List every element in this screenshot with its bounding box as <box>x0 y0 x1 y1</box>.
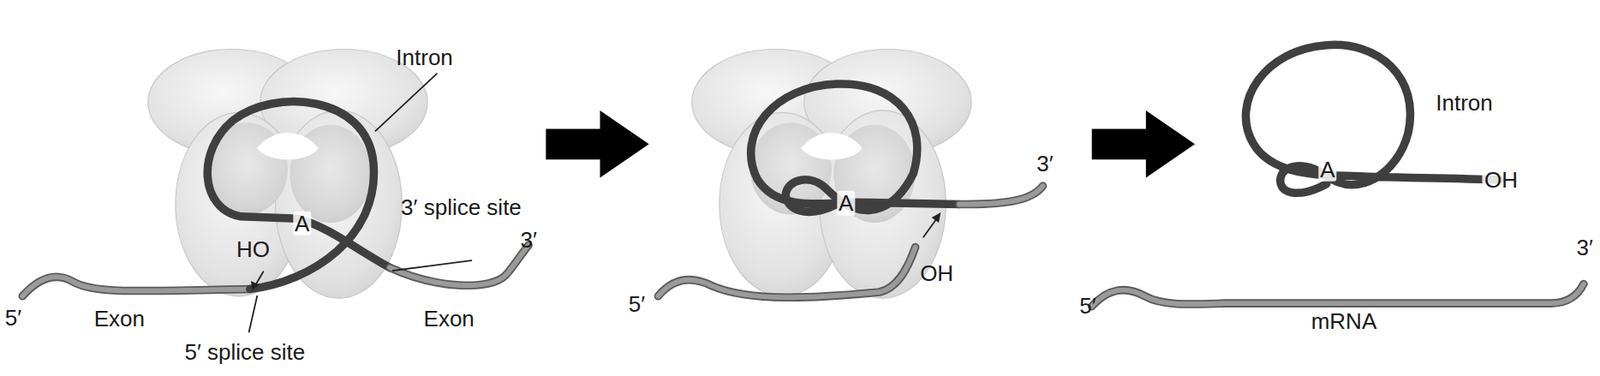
label: mRNA <box>1311 309 1378 335</box>
label: A <box>292 211 311 237</box>
label: Intron <box>1435 90 1493 116</box>
label: OH <box>919 261 954 287</box>
label: 5′ splice site <box>185 340 306 365</box>
label: 5′ <box>1079 293 1096 319</box>
label: 3′ splice site <box>400 195 522 221</box>
label: Exon <box>423 305 475 331</box>
label: 3′ <box>519 227 537 253</box>
label: OH <box>1482 167 1520 192</box>
label: A <box>1318 156 1337 182</box>
label: 5′ <box>628 292 645 317</box>
label: A <box>836 191 855 216</box>
label: 3′ <box>1576 235 1593 261</box>
label: Intron <box>395 44 454 70</box>
label: Exon <box>94 305 145 331</box>
label: 5′ <box>5 304 22 330</box>
label: HO <box>236 236 270 262</box>
label: 3′ <box>1036 150 1053 176</box>
